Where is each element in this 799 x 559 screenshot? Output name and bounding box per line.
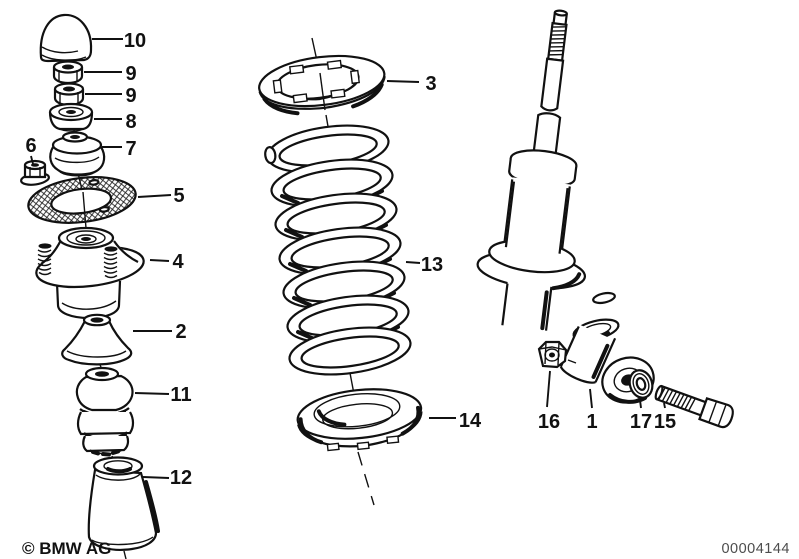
callout-label-5[interactable]: 5 — [173, 185, 184, 207]
callout-label-4[interactable]: 4 — [172, 251, 184, 273]
callout-label-7[interactable]: 7 — [125, 138, 136, 160]
protective-boot-part-12 — [87, 456, 160, 551]
callout-8: 8 — [94, 111, 137, 133]
lower-spring-pad-part-14 — [296, 388, 423, 452]
callout-label-1[interactable]: 1 — [586, 411, 597, 433]
pad-notches — [272, 59, 360, 104]
callout-4: 4 — [149, 251, 184, 273]
leader-line-1 — [589, 388, 593, 409]
callout-label-6[interactable]: 6 — [25, 135, 36, 157]
spring-axis-through-pad — [319, 72, 326, 111]
strut-support-stack — [20, 13, 160, 559]
shock-absorber-assembly — [476, 9, 734, 429]
bolt-part-15 — [654, 384, 734, 429]
leader-line-6 — [30, 155, 34, 165]
callout-6: 6 — [25, 135, 37, 165]
callout-label-9-lower[interactable]: 9 — [125, 85, 136, 107]
nut-part-9-lower — [53, 82, 85, 107]
callout-label-8[interactable]: 8 — [125, 111, 136, 133]
leader-line-5 — [137, 194, 172, 198]
callout-label-14[interactable]: 14 — [459, 410, 482, 432]
callout-7: 7 — [102, 138, 137, 160]
washer-part-17 — [628, 369, 654, 399]
spring-axis-dashed — [357, 451, 375, 506]
callout-9-lower: 9 — [85, 85, 137, 107]
gasket-part-5 — [27, 176, 137, 224]
callout-10: 10 — [92, 30, 146, 52]
nut-part-16 — [537, 340, 568, 369]
support-bearing-part-7 — [49, 131, 106, 177]
callout-label-11[interactable]: 11 — [170, 384, 191, 406]
mount-stud-left — [37, 243, 52, 276]
cap-part-10 — [39, 13, 93, 63]
leader-line-15 — [663, 402, 666, 409]
bump-stop-part-11 — [75, 366, 135, 457]
spring-assembly — [258, 37, 423, 506]
callout-12: 12 — [142, 467, 192, 489]
callout-3: 3 — [386, 73, 437, 95]
cup-washer-part-8 — [48, 102, 94, 132]
mount-stud-right — [103, 246, 118, 279]
callout-5: 5 — [137, 185, 185, 207]
callout-label-3[interactable]: 3 — [425, 73, 436, 95]
shock-absorber-part-1 — [476, 9, 655, 404]
coil-spring-part-13 — [264, 124, 412, 376]
callout-11: 11 — [134, 384, 192, 406]
callout-label-16[interactable]: 16 — [538, 411, 560, 433]
callout-label-9-upper[interactable]: 9 — [125, 63, 136, 85]
leader-line-12 — [142, 476, 170, 479]
copyright-text: © BMW AG — [22, 539, 111, 558]
callouts: 10 9 9 8 7 6 5 4 — [25, 30, 676, 489]
callout-15: 15 — [654, 402, 676, 433]
callout-9-upper: 9 — [84, 63, 137, 85]
callout-label-15[interactable]: 15 — [654, 411, 676, 433]
callout-1: 1 — [586, 388, 598, 433]
nut-part-9-upper — [52, 60, 84, 85]
pad-bottom-notches — [326, 435, 400, 452]
leader-line-4 — [149, 259, 170, 262]
callout-16: 16 — [538, 370, 560, 433]
leader-line-11 — [134, 392, 170, 395]
strut-mount-part-4 — [35, 226, 145, 320]
callout-14: 14 — [429, 410, 482, 432]
leader-line-3 — [386, 80, 420, 83]
callout-17: 17 — [630, 399, 652, 433]
callout-label-12[interactable]: 12 — [170, 467, 192, 489]
callout-label-10[interactable]: 10 — [124, 30, 146, 52]
leader-line-16 — [546, 370, 551, 408]
leader-line-13 — [405, 261, 421, 264]
callout-label-2[interactable]: 2 — [175, 321, 186, 343]
rubber-ring-part-2 — [61, 313, 133, 366]
leader-line-17 — [639, 399, 642, 409]
callout-label-13[interactable]: 13 — [421, 254, 443, 276]
document-number: 00004144 — [721, 541, 790, 557]
flange-nut-part-6 — [20, 159, 50, 186]
callout-2: 2 — [133, 321, 187, 343]
callout-label-17[interactable]: 17 — [630, 411, 652, 433]
callout-13: 13 — [405, 254, 443, 276]
